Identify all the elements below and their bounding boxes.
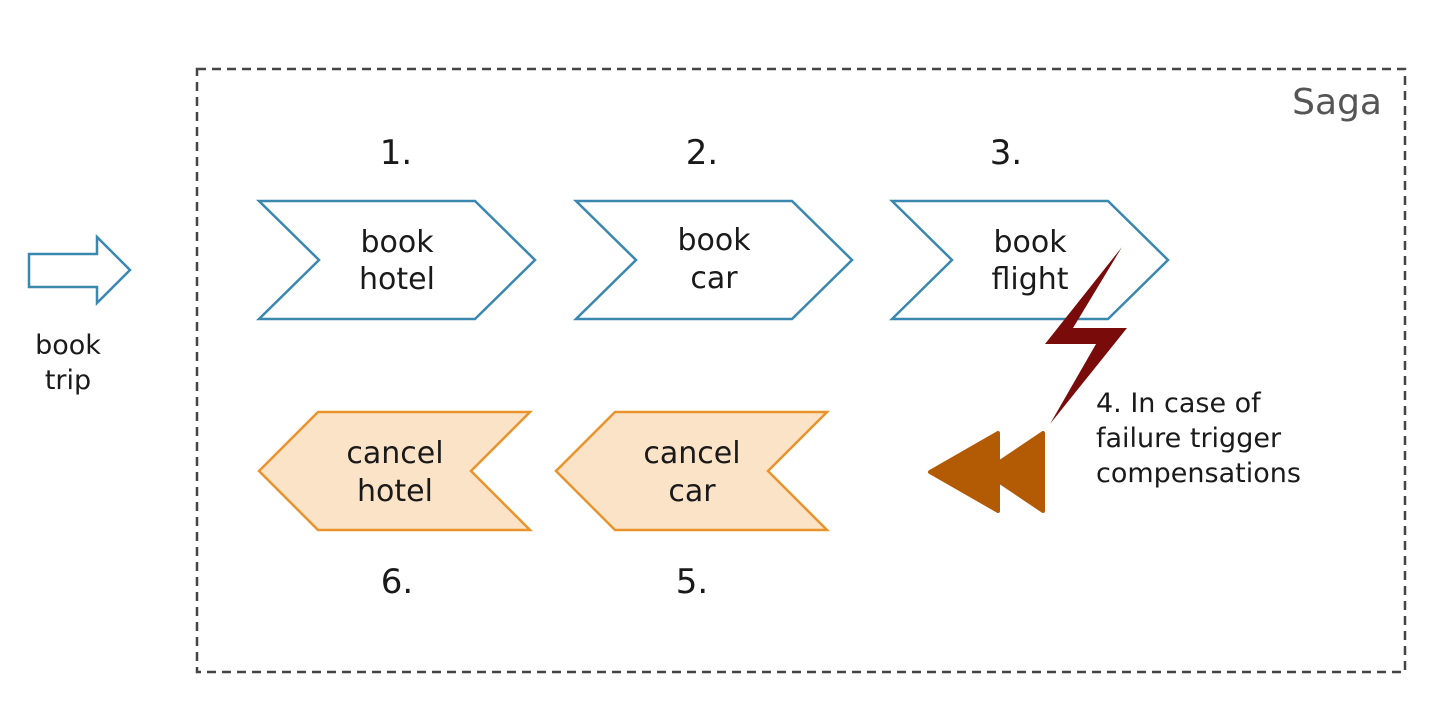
compensation-cancel-hotel-label-line-1: cancel xyxy=(346,436,443,471)
step-2-label-line-2: car xyxy=(690,261,738,296)
step-1-label-line-1: book xyxy=(360,225,434,260)
step-2-number: 2. xyxy=(686,133,718,173)
compensation-cancel-car-label-line-2: car xyxy=(668,474,716,509)
compensation-cancel-hotel-number: 6. xyxy=(381,562,413,602)
rewind-icon xyxy=(928,431,1045,513)
step-1-chevron xyxy=(255,199,537,321)
entry-label-line-1: book xyxy=(35,330,101,361)
compensation-cancel-hotel-chevron xyxy=(257,410,534,532)
step-3-number: 3. xyxy=(990,133,1022,173)
step-2-chevron xyxy=(572,199,854,321)
step-1-number: 1. xyxy=(380,133,412,173)
step-1-label-line-2: hotel xyxy=(359,262,435,297)
failure-note-line-2: failure trigger xyxy=(1096,423,1282,454)
entry-label-line-2: trip xyxy=(45,365,91,396)
compensation-cancel-car-label-line-1: cancel xyxy=(643,436,740,471)
entry-arrow-icon xyxy=(27,233,132,307)
compensation-cancel-hotel-label-line-2: hotel xyxy=(357,474,433,509)
step-3-label-line-1: book xyxy=(993,225,1067,260)
saga-title: Saga xyxy=(1292,82,1382,123)
step-2-label-line-1: book xyxy=(677,223,751,258)
step-3-label-line-2: flight xyxy=(991,262,1068,297)
lightning-icon xyxy=(1045,247,1127,424)
failure-note-line-3: compensations xyxy=(1096,458,1301,489)
saga-boundary xyxy=(195,67,1407,674)
step-3-chevron xyxy=(888,199,1170,321)
compensation-cancel-car-chevron xyxy=(554,410,831,532)
compensation-cancel-car-number: 5. xyxy=(676,562,708,602)
failure-note-line-1: 4. In case of xyxy=(1096,388,1262,419)
